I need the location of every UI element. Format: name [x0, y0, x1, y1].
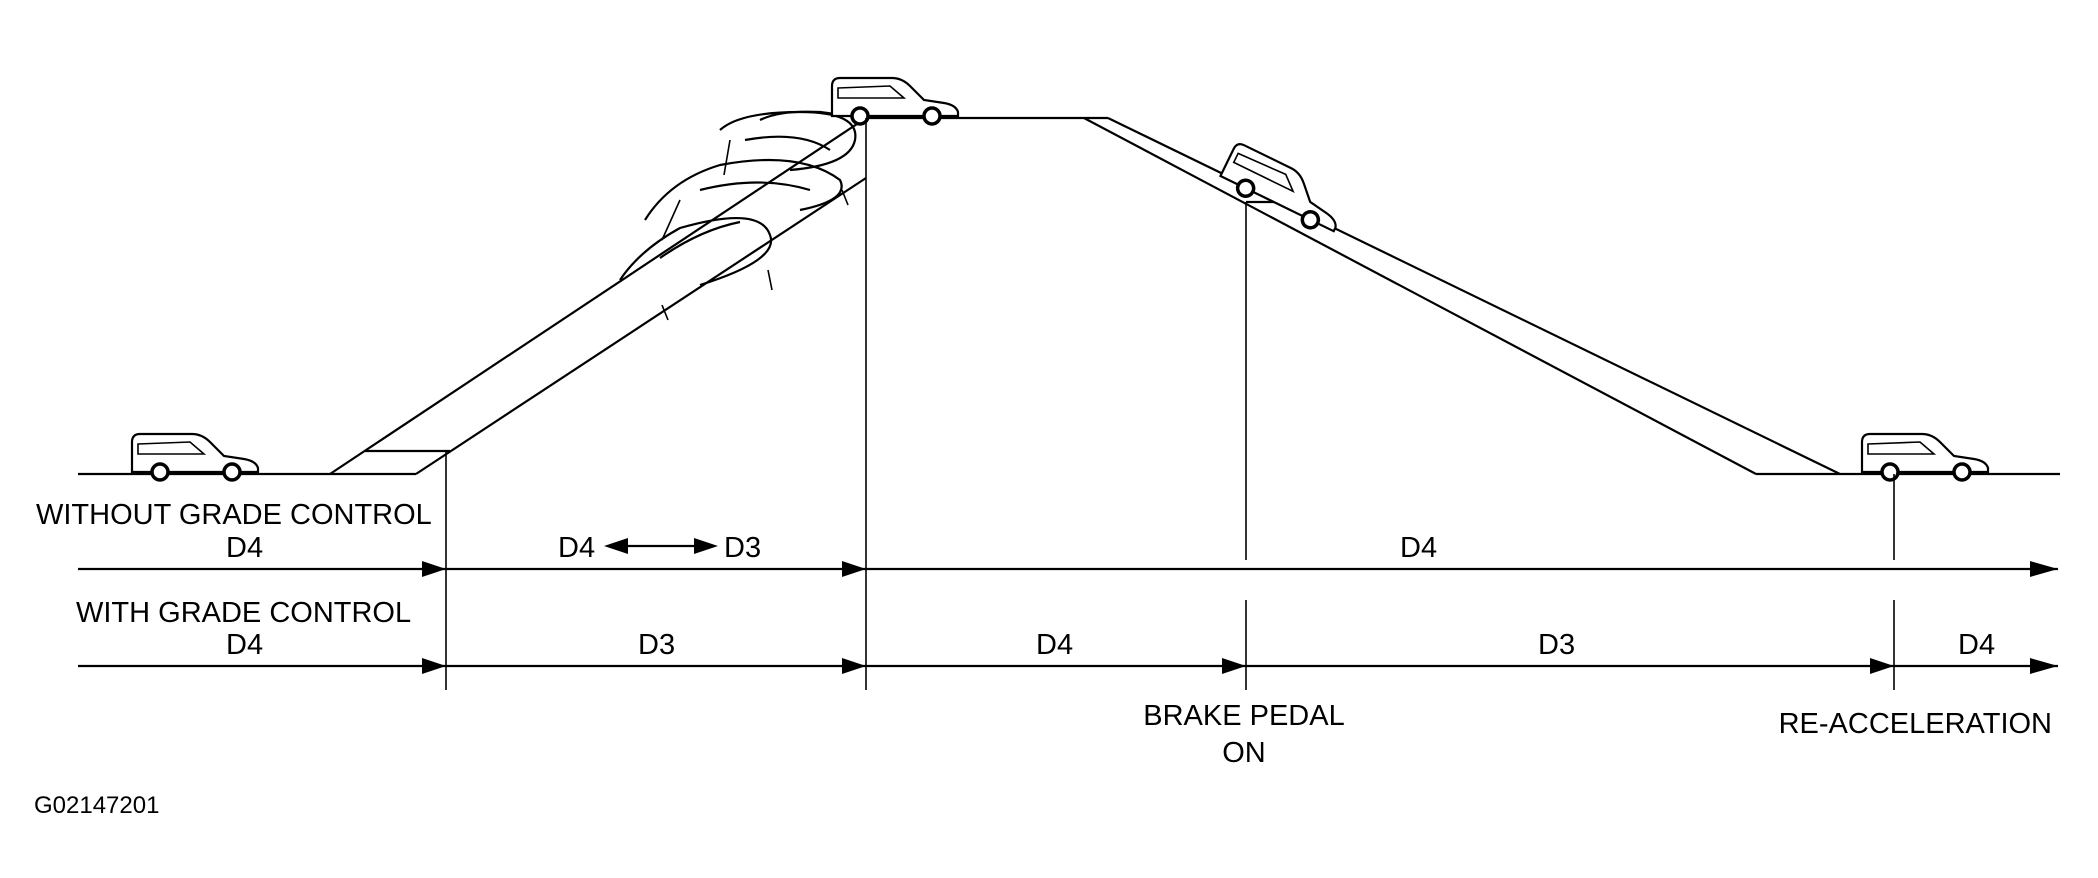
without-seg-uphill-from: D4: [558, 532, 595, 564]
with-seg-top: D4: [1036, 629, 1073, 661]
with-seg-downhill: D3: [1538, 629, 1575, 661]
with-grade-control-label: WITH GRADE CONTROL: [76, 597, 411, 629]
without-grade-control-row: WITHOUT GRADE CONTROL D4 D4 D3 D4: [36, 499, 2058, 577]
brake-pedal-label-line1: BRAKE PEDAL: [1143, 700, 1344, 732]
without-grade-control-label: WITHOUT GRADE CONTROL: [36, 499, 432, 531]
winding-mountain-road: [619, 110, 866, 321]
road-profile: [78, 116, 2060, 476]
with-seg-end: D4: [1958, 629, 1995, 661]
transition-markers: [445, 118, 1895, 690]
re-acceleration-label: RE-ACCELERATION: [1779, 708, 2052, 740]
figure-code: G02147201: [34, 792, 159, 819]
brake-pedal-label-line2: ON: [1222, 737, 1266, 769]
without-seg-flat: D4: [226, 532, 263, 564]
with-grade-control-row: WITH GRADE CONTROL D4 D3 D4 D3 D4: [76, 597, 2058, 674]
without-seg-rest: D4: [1400, 532, 1437, 564]
with-seg-flat: D4: [226, 629, 263, 661]
without-seg-uphill-to: D3: [724, 532, 761, 564]
car-hilltop: [830, 76, 960, 126]
with-seg-uphill: D3: [638, 629, 675, 661]
